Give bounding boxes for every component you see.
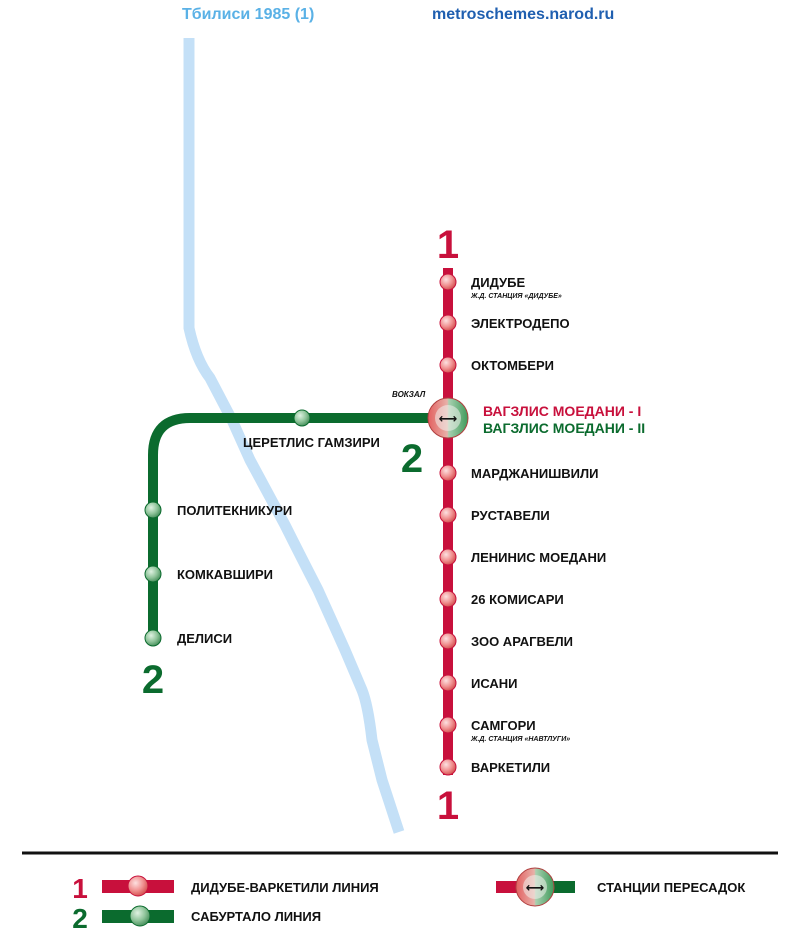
map-title: Тбилиси 1985 (1) — [182, 6, 315, 23]
red-station-dot — [439, 314, 457, 332]
legend-line1: 1 ДИДУБЕ-ВАРКЕТИЛИ ЛИНИЯ — [72, 873, 379, 904]
legend-transfer-label: СТАНЦИИ ПЕРЕСАДОК — [597, 880, 745, 895]
red-station-dot — [439, 590, 457, 608]
legend-transfer: ⟷ СТАНЦИИ ПЕРЕСАДОК — [496, 867, 745, 907]
line2-track — [148, 413, 448, 640]
line2-number-west: 2 — [142, 658, 164, 702]
red-station-dot — [439, 674, 457, 692]
red-station-dot — [439, 716, 457, 734]
station-label: ДИДУБЕ — [471, 275, 525, 290]
station-label: САМГОРИ — [471, 718, 536, 733]
transfer-name-line2: ВАГЗЛИС МОЕДАНИ - II — [483, 420, 645, 436]
station-label: МАРДЖАНИШВИЛИ — [471, 466, 598, 481]
station-rustaveli[interactable]: РУСТАВЕЛИ — [439, 506, 550, 524]
station-politeknikuri[interactable]: ПОЛИТЕКНИКУРИ — [144, 501, 292, 519]
station-vagzlis-moedani[interactable]: ⟷ ВОКЗАЛ ВАГЗЛИС МОЕДАНИ - I ВАГЗЛИС МОЕ… — [392, 390, 645, 439]
legend-line1-number: 1 — [72, 873, 88, 904]
legend-line2-number: 2 — [72, 903, 88, 934]
station-samgori[interactable]: САМГОРИ Ж.Д. СТАНЦИЯ «НАВТЛУГИ» — [439, 716, 570, 743]
station-tseretlis-gamziri[interactable]: ЦЕРЕТЛИС ГАМЗИРИ — [243, 409, 380, 450]
green-station-dot — [144, 629, 162, 647]
station-elektrodepo[interactable]: ЭЛЕКТРОДЕПО — [439, 314, 570, 332]
legend-line2: 2 САБУРТАЛО ЛИНИЯ — [72, 903, 321, 934]
line1-number-bottom: 1 — [437, 784, 459, 828]
legend-line1-label: ДИДУБЕ-ВАРКЕТИЛИ ЛИНИЯ — [191, 880, 379, 895]
station-label: ЭЛЕКТРОДЕПО — [471, 316, 570, 331]
line2-number-east: 2 — [401, 437, 423, 481]
transfer-arrow-icon: ⟷ — [526, 881, 545, 896]
station-zoo-aragveli[interactable]: ЗОО АРАГВЕЛИ — [439, 632, 573, 650]
transfer-note: ВОКЗАЛ — [392, 390, 426, 399]
green-station-dot — [144, 501, 162, 519]
station-isani[interactable]: ИСАНИ — [439, 674, 518, 692]
red-station-dot — [439, 758, 457, 776]
station-label: ИСАНИ — [471, 676, 518, 691]
station-sublabel: Ж.Д. СТАНЦИЯ «НАВТЛУГИ» — [470, 736, 570, 743]
transfer-arrow-icon: ⟷ — [439, 412, 458, 427]
site-url[interactable]: metroschemes.narod.ru — [432, 6, 615, 23]
station-label: ДЕЛИСИ — [177, 631, 232, 646]
station-label: ЗОО АРАГВЕЛИ — [471, 634, 573, 649]
station-label: 26 КОМИСАРИ — [471, 592, 564, 607]
station-label: ПОЛИТЕКНИКУРИ — [177, 503, 292, 518]
red-station-dot — [439, 506, 457, 524]
red-station-dot — [439, 464, 457, 482]
red-station-dot — [439, 632, 457, 650]
river — [183, 38, 405, 834]
legend-line2-label: САБУРТАЛО ЛИНИЯ — [191, 909, 321, 924]
station-label: ЛЕНИНИС МОЕДАНИ — [471, 550, 606, 565]
green-station-dot — [129, 905, 151, 927]
station-varketili[interactable]: ВАРКЕТИЛИ — [439, 758, 550, 776]
station-label: КОМКАВШИРИ — [177, 567, 273, 582]
station-oktomberi[interactable]: ОКТОМБЕРИ — [439, 356, 554, 374]
station-leninis-moedani[interactable]: ЛЕНИНИС МОЕДАНИ — [439, 548, 606, 566]
station-26-komisari[interactable]: 26 КОМИСАРИ — [439, 590, 564, 608]
legend-transfer-red-bar — [496, 881, 518, 893]
red-station-dot — [127, 875, 149, 897]
red-station-dot — [439, 356, 457, 374]
station-komkavshiri[interactable]: КОМКАВШИРИ — [144, 565, 273, 583]
station-label: ОКТОМБЕРИ — [471, 358, 554, 373]
station-delisi[interactable]: ДЕЛИСИ — [144, 629, 232, 647]
green-station-dot — [293, 409, 311, 427]
line1-number-top: 1 — [437, 223, 459, 267]
station-mardzhanishvili[interactable]: МАРДЖАНИШВИЛИ — [439, 464, 598, 482]
transfer-name-line1: ВАГЗЛИС МОЕДАНИ - I — [483, 403, 641, 419]
red-station-dot — [439, 548, 457, 566]
legend-transfer-green-bar — [553, 881, 575, 893]
station-label: РУСТАВЕЛИ — [471, 508, 550, 523]
green-station-dot — [144, 565, 162, 583]
station-sublabel: Ж.Д. СТАНЦИЯ «ДИДУБЕ» — [470, 293, 562, 300]
station-label: ВАРКЕТИЛИ — [471, 760, 550, 775]
station-label: ЦЕРЕТЛИС ГАМЗИРИ — [243, 435, 380, 450]
red-station-dot — [439, 273, 457, 291]
station-didube[interactable]: ДИДУБЕ Ж.Д. СТАНЦИЯ «ДИДУБЕ» — [439, 273, 562, 300]
